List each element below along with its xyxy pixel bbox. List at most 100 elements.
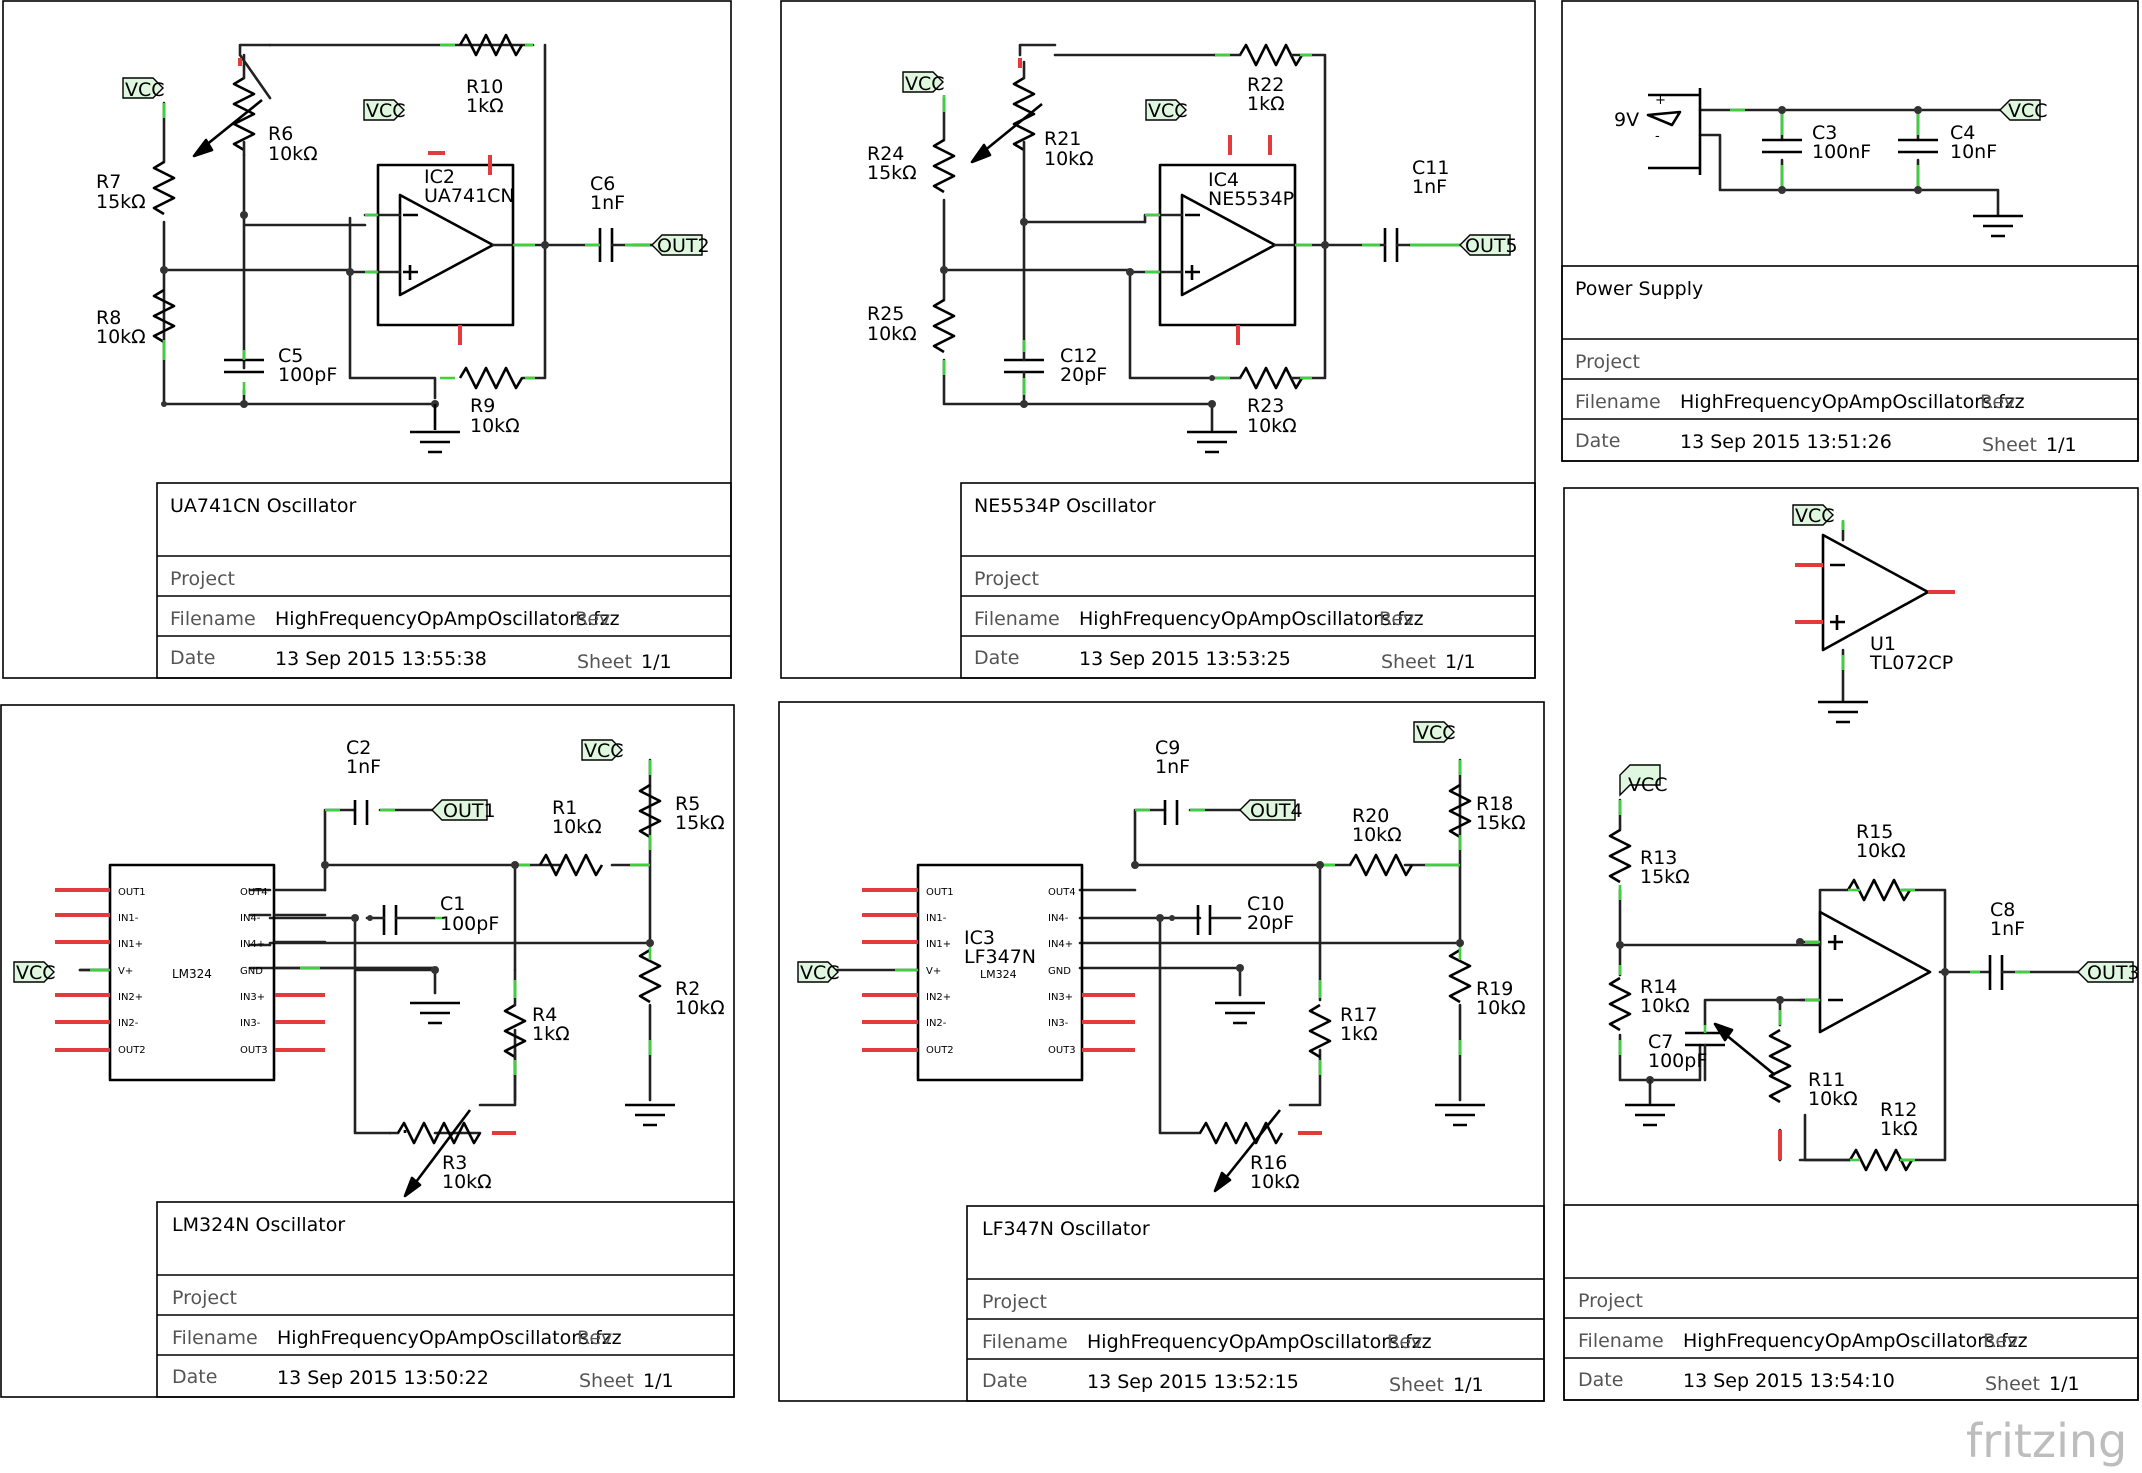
pin-label: IN2+ (118, 992, 143, 1003)
r19-label: R19 (1476, 978, 1513, 1000)
battery-symbol (1648, 88, 1702, 175)
c4-value: 10nF (1950, 141, 1997, 163)
project-label: Project (974, 568, 1039, 590)
sheet-value: 1/1 (2046, 434, 2077, 456)
c8-capacitor (1988, 955, 2004, 990)
c11-label: C11 (1412, 157, 1449, 179)
r9-resistor (458, 366, 524, 390)
c6-value: 1nF (590, 192, 625, 214)
svg-text:+: + (1655, 93, 1666, 108)
sheet-value: 1/1 (1445, 651, 1476, 673)
sheet-label: Sheet (577, 651, 632, 673)
r4-label: R4 (532, 1004, 557, 1026)
title-block: Project Filename HighFrequencyOpAmpOscil… (1563, 1204, 2139, 1401)
project-label: Project (1578, 1290, 1643, 1312)
rev-label: Rev (1387, 1331, 1422, 1353)
c2-capacitor (353, 800, 369, 825)
c10-label: C10 (1247, 893, 1284, 915)
svg-text:OUT4: OUT4 (1250, 800, 1303, 822)
r5-value: 15kΩ (675, 812, 725, 834)
ground-symbol (410, 1001, 460, 1025)
r2-label: R2 (675, 978, 700, 1000)
pin-label: IN2- (118, 1018, 139, 1029)
ic3-sub: LM324 (980, 968, 1017, 981)
project-label: Project (170, 568, 235, 590)
ground-symbol (410, 404, 460, 454)
r6-label: R6 (268, 123, 293, 145)
lm324-label: LM324 (172, 967, 212, 981)
sheet-title: LM324N Oscillator (172, 1214, 345, 1236)
svg-text:VCC: VCC (800, 962, 840, 984)
r21-value: 10kΩ (1044, 148, 1094, 170)
c12-capacitor (1004, 358, 1044, 374)
r23-value: 10kΩ (1247, 415, 1297, 437)
project-label: Project (172, 1287, 237, 1309)
svg-text:OUT1: OUT1 (443, 800, 496, 822)
ground-symbol (1973, 214, 2023, 238)
r19-resistor (1448, 948, 1472, 1004)
r17-resistor (1308, 1003, 1332, 1059)
rev-label: Rev (577, 1327, 612, 1349)
r5-label: R5 (675, 793, 700, 815)
c7-value: 100pF (1648, 1050, 1707, 1072)
r2-value: 10kΩ (675, 997, 725, 1019)
c12-label: C12 (1060, 345, 1097, 367)
vcc-label: VCC (1792, 504, 1835, 527)
c1-label: C1 (440, 893, 465, 915)
out-net-label: OUT2 (651, 234, 710, 257)
ic3-label: IC3 (964, 927, 995, 949)
r3-label: R3 (442, 1152, 467, 1174)
c12-value: 20pF (1060, 364, 1107, 386)
svg-text:VCC: VCC (366, 100, 406, 122)
pin-label: OUT3 (240, 1045, 268, 1056)
ground-symbol (1625, 1103, 1675, 1127)
r11-potentiometer (1768, 1028, 1792, 1104)
sheet-title: Power Supply (1575, 278, 1703, 300)
sheet-label: Sheet (1389, 1374, 1444, 1396)
r14-label: R14 (1640, 976, 1677, 998)
date-value: 13 Sep 2015 13:53:25 (1079, 648, 1291, 670)
r11-label: R11 (1808, 1069, 1845, 1091)
r7-label: R7 (96, 171, 121, 193)
c1-value: 100pF (440, 913, 499, 935)
svg-text:VCC: VCC (1148, 100, 1188, 122)
vcc-label: VCC (902, 71, 945, 95)
pin-label: OUT2 (118, 1045, 146, 1056)
r10-resistor (458, 33, 524, 57)
r13-resistor (1608, 828, 1632, 884)
r24-value: 15kΩ (867, 162, 917, 184)
svg-text:VCC: VCC (125, 79, 165, 101)
svg-text:OUT3: OUT3 (2087, 962, 2140, 984)
r1-value: 10kΩ (552, 816, 602, 838)
pin-label: IN3- (240, 1018, 261, 1029)
r16-label: R16 (1250, 1152, 1287, 1174)
vcc-label: VCC (1619, 764, 1668, 797)
sheet-value: 1/1 (1453, 1374, 1484, 1396)
rev-label: Rev (575, 608, 610, 630)
title-block: NE5534P Oscillator Project Filename High… (960, 482, 1536, 679)
pin-label: IN1- (926, 913, 947, 924)
filename-value: HighFrequencyOpAmpOscillators.fzz (1087, 1331, 1432, 1353)
r3-value: 10kΩ (442, 1171, 492, 1193)
sheet-label: Sheet (1985, 1373, 2040, 1395)
r22-resistor (1238, 43, 1304, 67)
c8-label: C8 (1990, 899, 2015, 921)
sheet-ne5534: VCC VCC OUT5 R21 10kΩ R24 15kΩ R25 10kΩ … (780, 0, 1536, 679)
title-block: LM324N Oscillator Project Filename HighF… (156, 1201, 735, 1398)
rev-label: Rev (1983, 1330, 2018, 1352)
r12-resistor (1848, 1148, 1914, 1172)
filename-value: HighFrequencyOpAmpOscillators.fzz (275, 608, 620, 630)
sheet-ua741: VCC VCC OUT2 R6 10kΩ R7 15kΩ R8 10kΩ R10… (2, 0, 732, 679)
ic4-value: NE5534P (1208, 188, 1294, 210)
ground-symbol (1818, 700, 1868, 724)
c9-label: C9 (1155, 737, 1180, 759)
r14-value: 10kΩ (1640, 995, 1690, 1017)
date-value: 13 Sep 2015 13:51:26 (1680, 431, 1892, 453)
r8-resistor (152, 288, 176, 344)
r10-value: 1kΩ (466, 95, 504, 117)
sheet-label: Sheet (1381, 651, 1436, 673)
title-block: UA741CN Oscillator Project Filename High… (156, 482, 732, 679)
svg-text:OUT2: OUT2 (657, 235, 710, 257)
sheet-label: Sheet (1982, 434, 2037, 456)
